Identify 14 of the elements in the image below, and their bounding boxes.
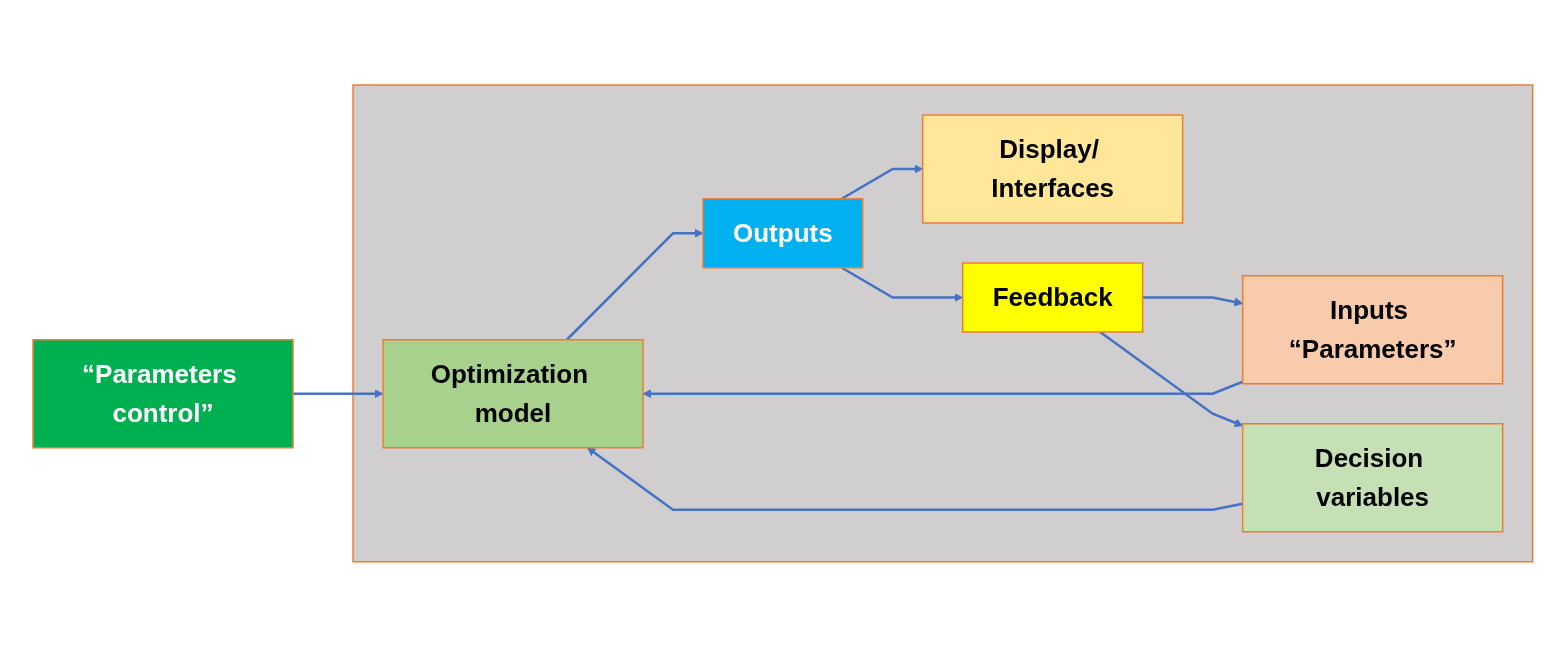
node-box: Display/ Interfaces [921, 113, 1184, 224]
node-box: Inputs “Parameters” [1241, 274, 1504, 385]
node-box: Optimization model [381, 338, 644, 449]
node-box: Feedback [961, 261, 1144, 333]
node-box: Outputs [701, 197, 864, 269]
arrow [1099, 330, 1243, 427]
arrow [586, 447, 1243, 511]
node-box: “Parameters control” [31, 338, 294, 449]
arrow [642, 380, 1243, 398]
arrow [840, 164, 923, 200]
cluster [351, 83, 1534, 563]
arrow [1142, 295, 1243, 306]
node-box: Decision variables [1241, 422, 1504, 533]
arrow [840, 266, 963, 302]
